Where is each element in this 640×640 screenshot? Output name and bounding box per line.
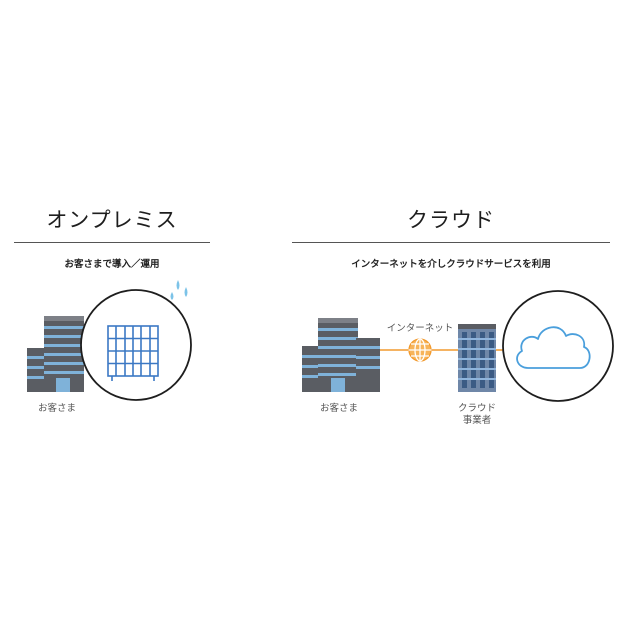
onprem-subtitle: お客さまで導入／運用 [64,259,160,270]
cloud-customer-building [302,318,380,392]
cloud-internet-label: インターネット [386,323,454,334]
globe-icon [408,338,432,362]
server-rack-icon [107,325,159,381]
onprem-divider [14,242,210,243]
cloud-divider [292,242,610,243]
onprem-zoom-bubble [80,289,192,401]
cloud-provider-building [458,324,496,392]
onprem-customer-label: お客さま [37,403,76,414]
cloud-subtitle: インターネットを介しクラウドサービスを利用 [351,259,551,270]
cloud-provider-label: クラウド 事業者 [452,403,502,427]
cloud-provider-label-line2: 事業者 [462,415,492,426]
onprem-title: オンプレミス [46,208,178,232]
cloud-customer-label: お客さま [319,403,358,414]
cloud-title: クラウド [407,208,495,232]
onprem-customer-building [27,316,84,392]
cloud-provider-label-line1: クラウド [457,403,496,414]
sweat-drops-icon [170,280,188,300]
cloud-icon [516,326,591,369]
